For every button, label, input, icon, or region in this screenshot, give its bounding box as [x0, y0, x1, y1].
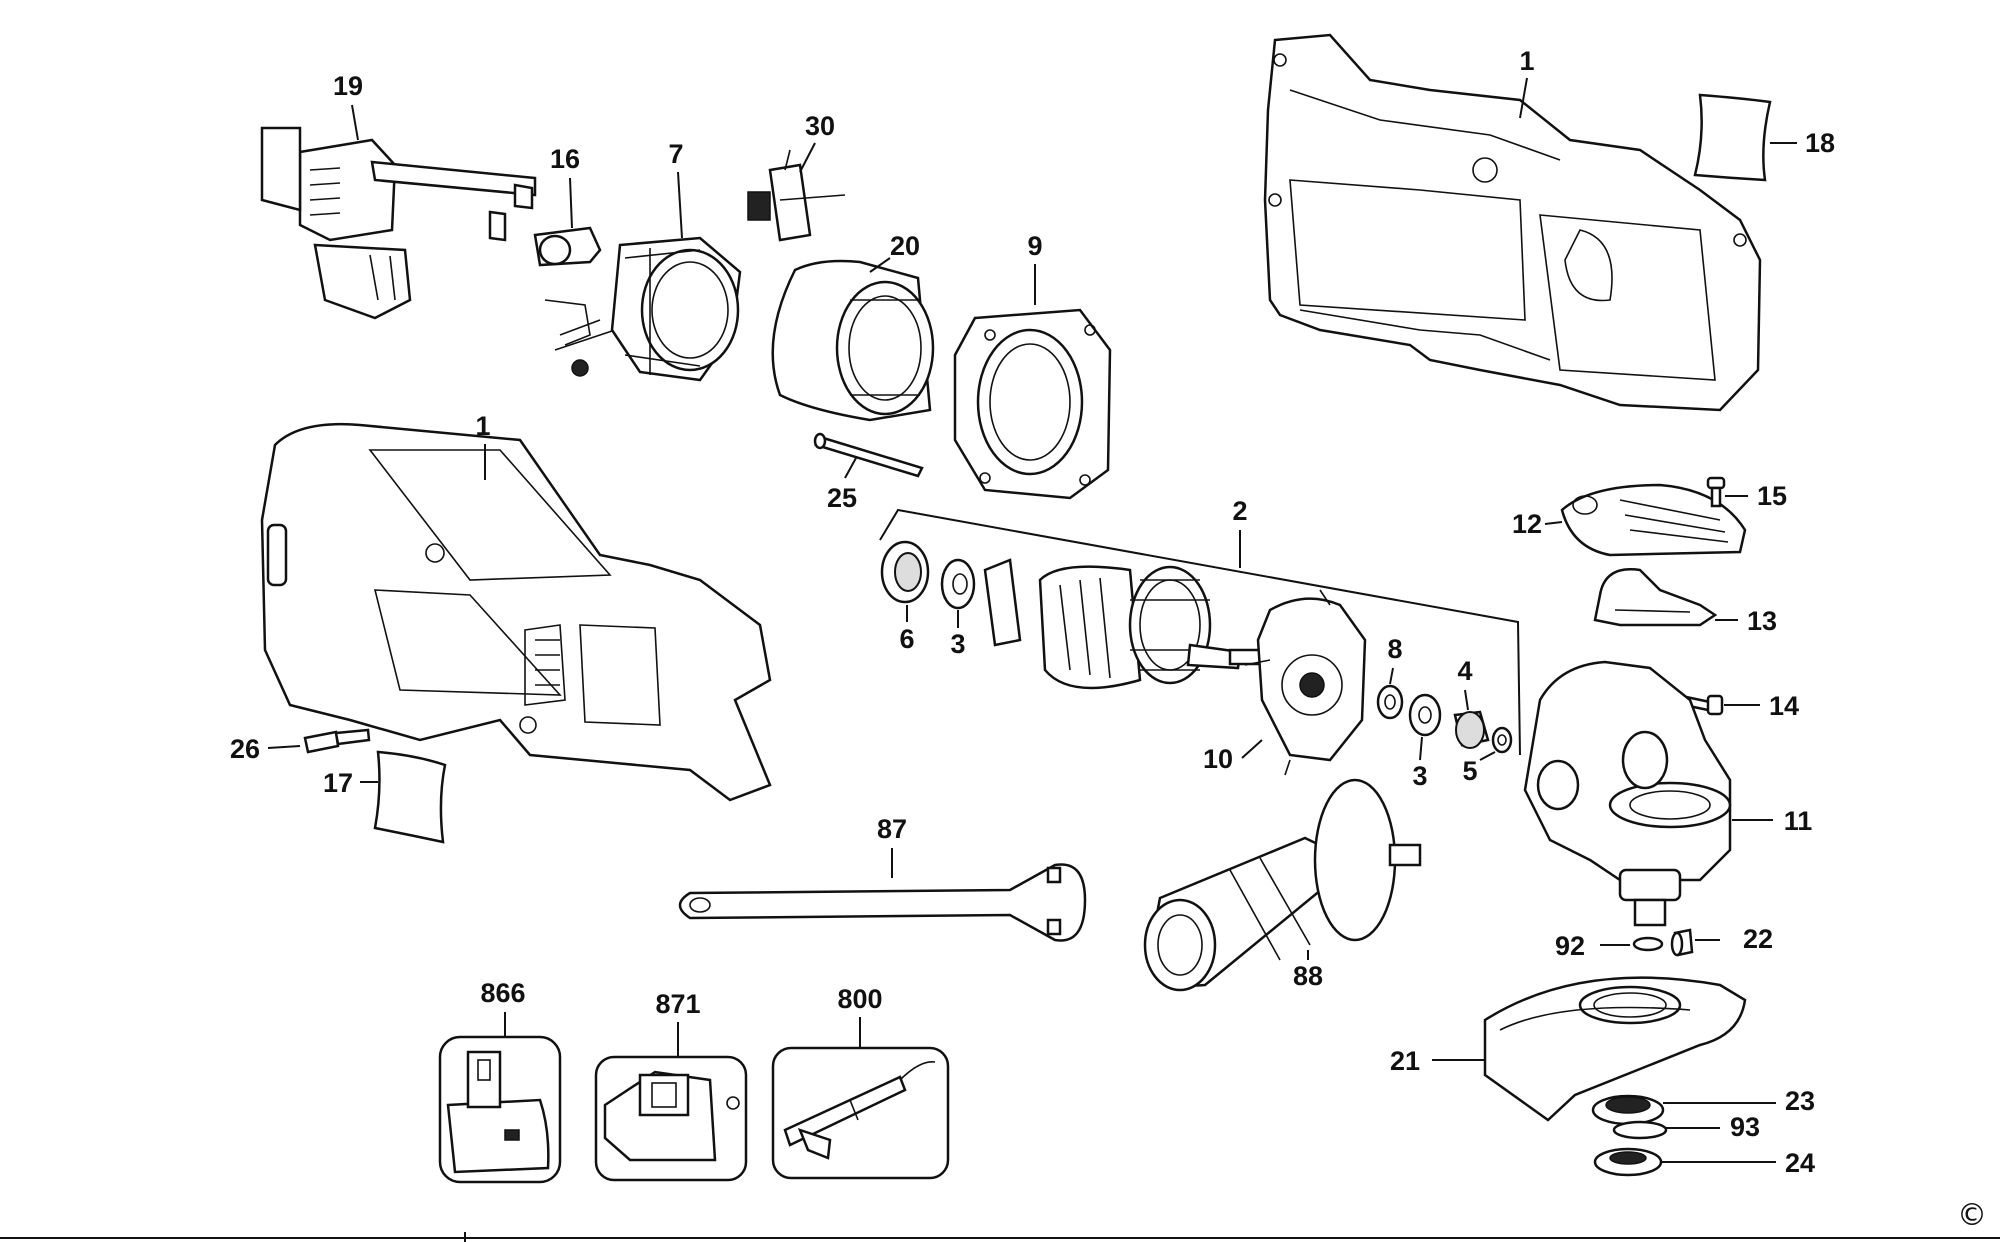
leader-5 [1479, 751, 1496, 761]
label-6: 6 [899, 624, 914, 654]
part-25-pin [813, 432, 924, 478]
label-15: 15 [1757, 481, 1787, 511]
part-7-brush-ring [610, 236, 742, 382]
label-93: 93 [1730, 1112, 1760, 1142]
part-87-spanner [678, 863, 1087, 942]
leader-8 [1389, 667, 1394, 685]
leader-7 [677, 171, 683, 239]
part-15-screw [1706, 476, 1726, 508]
part-5-ring [1491, 726, 1513, 754]
label-1-body: 1 [475, 411, 490, 441]
label-19: 19 [333, 71, 363, 101]
part-3-washer-a [940, 558, 976, 610]
part-23-flange [1591, 1094, 1665, 1126]
label-20: 20 [890, 231, 920, 261]
part-1-housing-outside [260, 422, 772, 802]
leader-3b [1419, 736, 1423, 761]
label-11: 11 [1784, 806, 1813, 836]
label-88: 88 [1293, 961, 1323, 991]
label-5: 5 [1462, 756, 1477, 786]
part-26-screw [303, 728, 371, 754]
label-26: 26 [230, 734, 260, 764]
label-12: 12 [1512, 509, 1542, 539]
label-22: 22 [1743, 924, 1773, 954]
part-21-guard [1483, 976, 1747, 1122]
part-8-washer [1376, 684, 1404, 720]
copyright-symbol: © [1957, 1198, 1987, 1233]
label-87: 87 [877, 814, 907, 844]
label-10: 10 [1203, 744, 1233, 774]
label-25: 25 [827, 483, 857, 513]
label-16: 16 [550, 144, 580, 174]
leader-25 [844, 457, 857, 479]
leader-30 [799, 142, 816, 173]
label-24: 24 [1785, 1148, 1815, 1178]
leader-12 [1544, 521, 1563, 525]
part-93-washer [1612, 1120, 1668, 1140]
label-4: 4 [1457, 656, 1472, 686]
part-30-brush-holder [747, 149, 846, 242]
part-16-clip [533, 226, 616, 377]
part-19-switch [260, 126, 537, 320]
label-14: 14 [1769, 691, 1799, 721]
label-866: 866 [480, 978, 525, 1008]
part-18-label [1693, 93, 1772, 182]
part-24-outer-flange [1593, 1147, 1663, 1177]
label-3b: 3 [1412, 761, 1427, 791]
part-800-cord [771, 1046, 950, 1180]
part-3-washer-b [1408, 693, 1442, 737]
label-871: 871 [655, 989, 700, 1019]
part-13-lever [1593, 568, 1718, 627]
part-11-gear-case [1523, 660, 1732, 927]
label-1-top: 1 [1519, 46, 1534, 76]
label-23: 23 [1785, 1086, 1815, 1116]
leader-4 [1464, 689, 1469, 711]
label-21: 21 [1390, 1046, 1420, 1076]
label-800: 800 [837, 984, 882, 1014]
part-20-field-stator [771, 259, 935, 422]
part-9-end-plate [953, 308, 1112, 500]
label-30: 30 [805, 111, 835, 141]
label-17: 17 [323, 768, 353, 798]
part-866-battery [438, 1035, 562, 1184]
label-7: 7 [668, 139, 683, 169]
leader-10 [1241, 739, 1263, 759]
leader-19 [351, 104, 359, 141]
part-92-o-ring [1632, 936, 1664, 952]
label-2: 2 [1232, 496, 1247, 526]
part-88-handle [1143, 778, 1422, 992]
part-armature [983, 558, 1272, 690]
part-4-bearing [1453, 710, 1490, 749]
label-8: 8 [1387, 634, 1402, 664]
label-18: 18 [1805, 128, 1835, 158]
leader-1-top [1519, 77, 1528, 119]
part-6-bearing [880, 540, 930, 604]
part-22-pin [1670, 928, 1694, 957]
label-9: 9 [1027, 231, 1042, 261]
part-10-baffle [1244, 589, 1367, 776]
leader-20 [869, 257, 891, 273]
label-92: 92 [1555, 931, 1585, 961]
label-3a: 3 [950, 629, 965, 659]
part-1-housing-inside [1263, 33, 1762, 412]
part-871-charger [594, 1055, 748, 1182]
leader-26 [267, 745, 301, 749]
label-13: 13 [1747, 606, 1777, 636]
part-17-label [373, 750, 447, 844]
leader-16 [569, 177, 573, 229]
bracket-2 [879, 508, 1521, 756]
